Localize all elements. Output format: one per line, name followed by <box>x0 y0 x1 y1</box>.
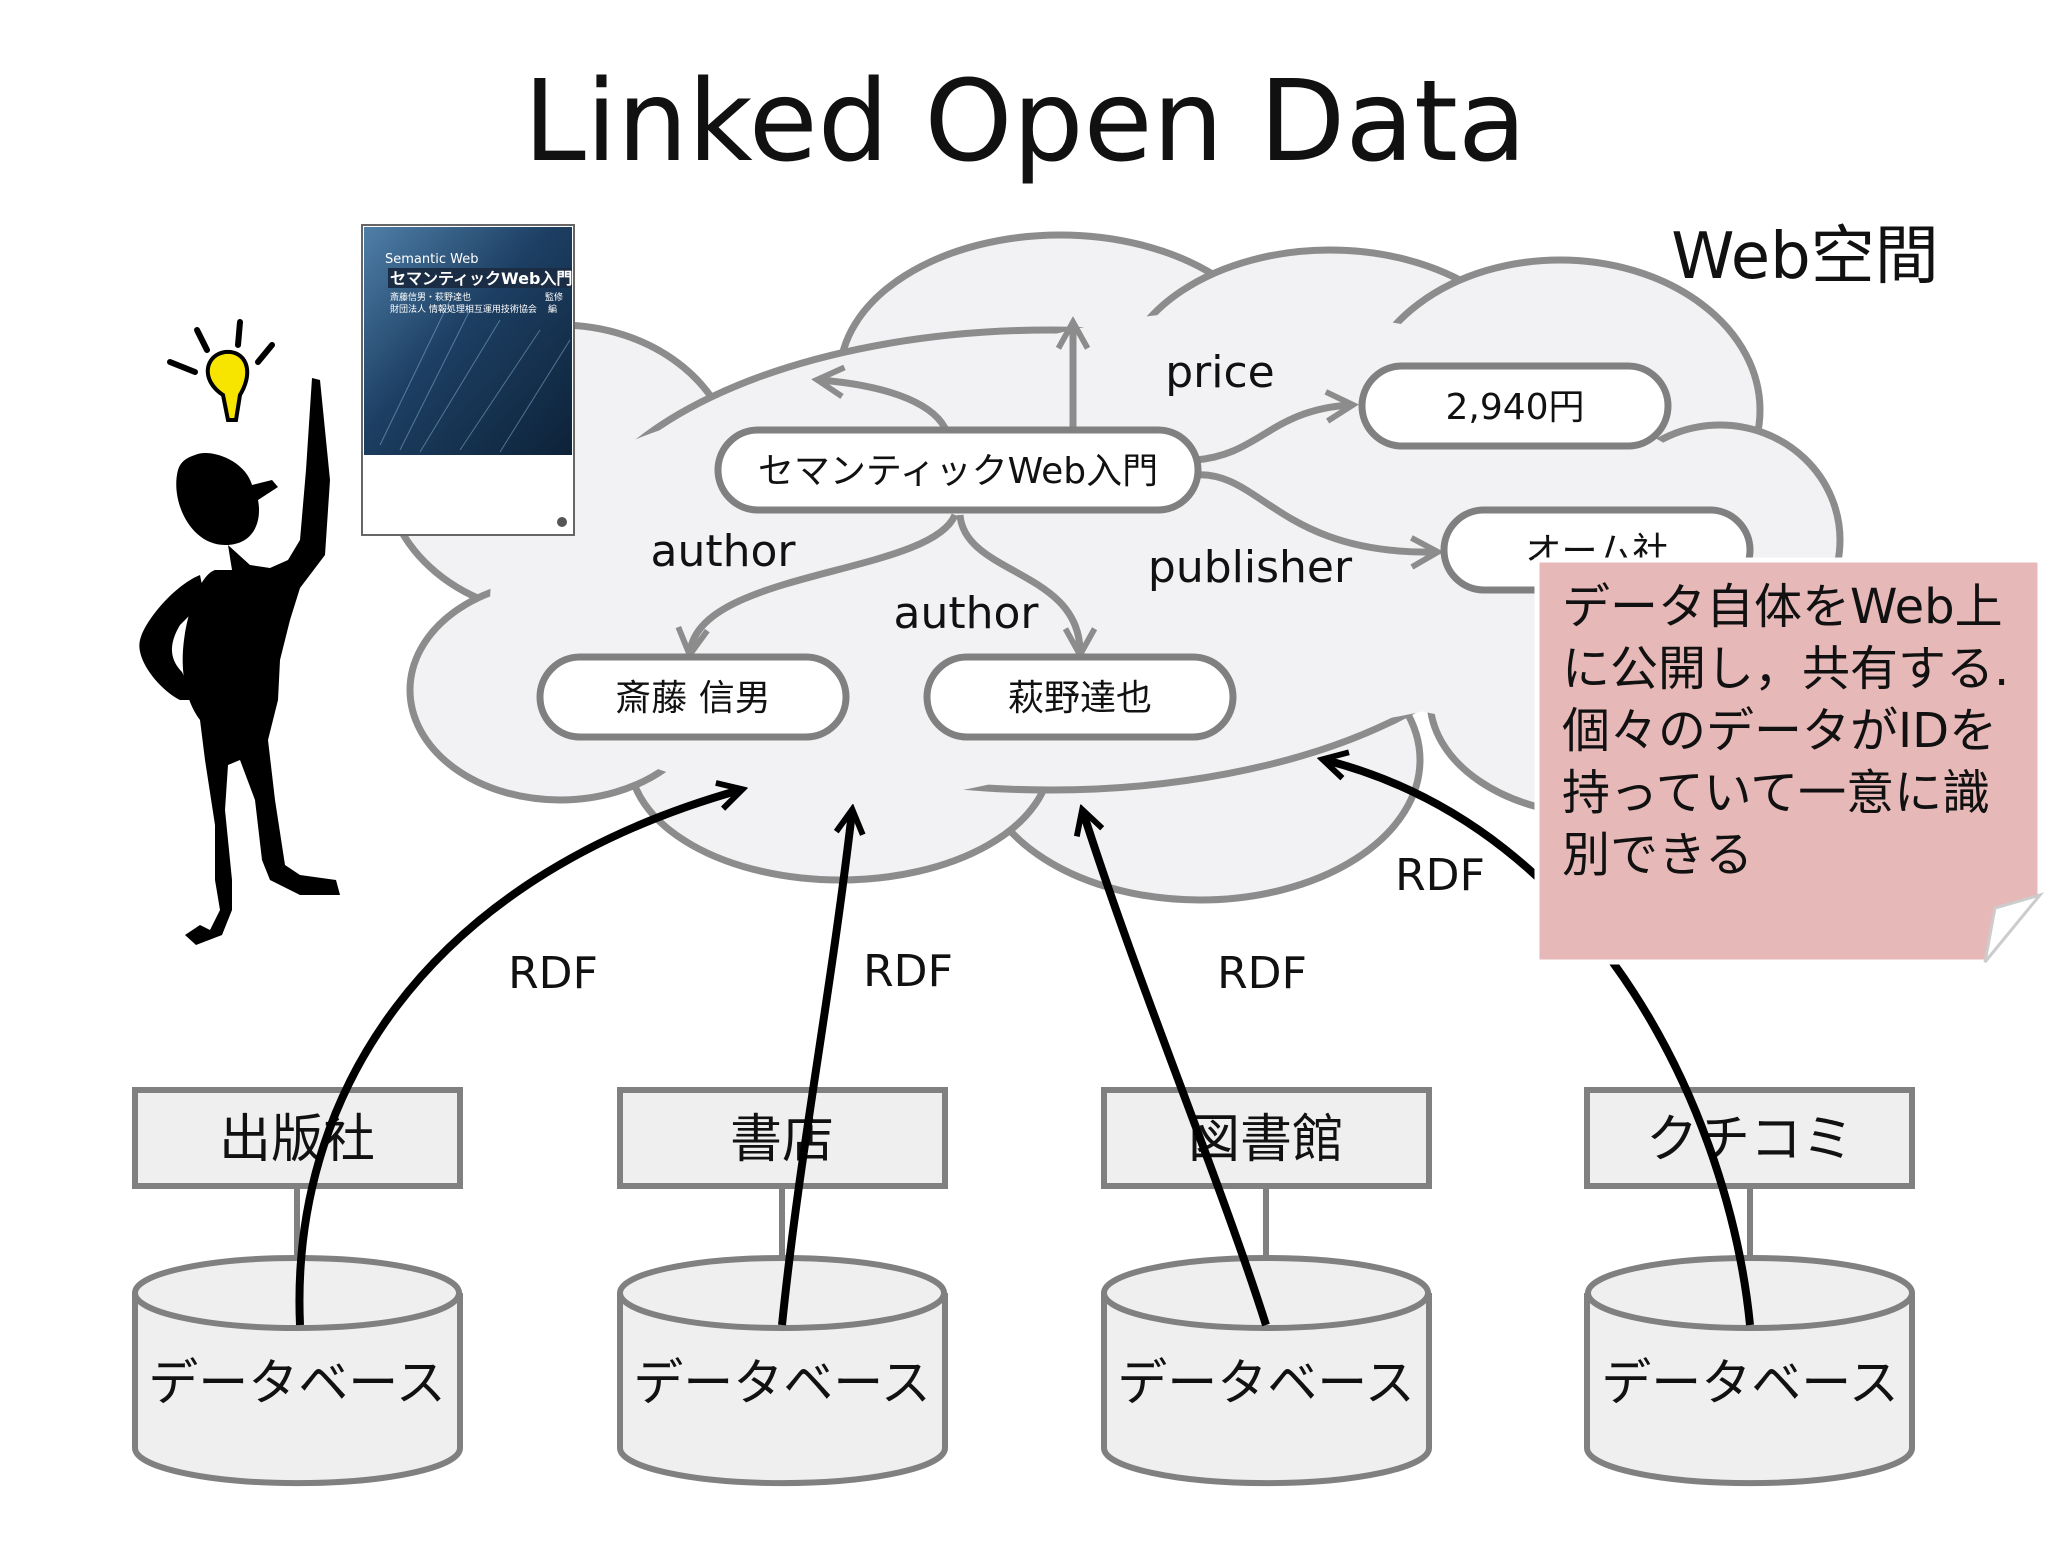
node-book-label: セマンティックWeb入門 <box>758 451 1158 492</box>
database-publisher-label: データベース <box>148 1354 446 1412</box>
note-line-1: データ自体をWeb上 <box>1562 579 2003 635</box>
web-space-label: Web空間 <box>1671 220 1939 294</box>
note-line-3: 個々のデータがIDを <box>1562 703 1997 759</box>
rdf-arrow-bookstore <box>778 812 852 1326</box>
node-price-label: 2,940円 <box>1445 387 1584 428</box>
graph-edges <box>690 325 1435 652</box>
note-line-2: に公開し，共有する. <box>1562 641 2009 697</box>
sticky-note: データ自体をWeb上 に公開し，共有する. 個々のデータがIDを 持っていて一意… <box>1534 557 2045 965</box>
rdf-label-2: RDF <box>863 946 953 997</box>
lightbulb-icon <box>167 319 275 422</box>
rdf-label-4: RDF <box>1395 850 1485 901</box>
rdf-label-1: RDF <box>508 948 598 999</box>
note-line-4: 持っていて一意に識 <box>1562 765 1990 821</box>
edge-label-author-left: author <box>651 526 797 577</box>
org-library-label: 図書館 <box>1188 1110 1344 1170</box>
book-authors: 斎藤信男・萩野達也 <box>390 291 471 303</box>
edge-label-author-right: author <box>894 588 1040 639</box>
edge-author1-arrow <box>690 513 959 652</box>
edge-price-arrow <box>1194 405 1350 464</box>
node-price: 2,940円 <box>1358 362 1672 450</box>
database-reviews-label: データベース <box>1601 1354 1899 1412</box>
rdf-label-3: RDF <box>1217 948 1307 999</box>
rdf-arrow-library <box>1083 812 1270 1327</box>
rdf-arrow-reviews <box>1325 760 1754 1326</box>
book-publisher-line: 財団法人 情報処理相互運用技術協会 <box>390 303 537 315</box>
edge-label-price: price <box>1165 347 1275 398</box>
org-publisher: 出版社 <box>132 1087 463 1189</box>
org-connectors <box>294 1186 1753 1262</box>
book-cover: Semantic Web セマンティックWeb入門 斎藤信男・萩野達也 監修 財… <box>361 224 575 536</box>
node-author1: 斎藤 信男 <box>536 653 850 741</box>
database-bookstore-label: データベース <box>633 1354 931 1412</box>
node-author2: 萩野達也 <box>923 653 1237 741</box>
edge-author2-arrow <box>956 514 1080 652</box>
database-bookstore: データベース <box>617 1255 948 1487</box>
org-bookstore-label: 書店 <box>730 1110 834 1170</box>
book-edit-mark: 編 <box>548 303 557 315</box>
node-author1-label: 斎藤 信男 <box>615 678 770 719</box>
org-reviews: クチコミ <box>1584 1087 1915 1189</box>
edge-publisher-arrow <box>1194 471 1435 552</box>
org-reviews-label: クチコミ <box>1646 1110 1854 1170</box>
book-cover-title: セマンティックWeb入門 <box>390 269 572 288</box>
rdf-arrows <box>295 760 1754 1327</box>
edge-arrow-left-up <box>820 380 949 430</box>
edge-label-publisher: publisher <box>1148 542 1353 593</box>
book-publisher-logo <box>557 517 567 527</box>
sticky-note-text: データ自体をWeb上 に公開し，共有する. 個々のデータがIDを 持っていて一意… <box>1562 579 2009 883</box>
database-library: データベース <box>1101 1255 1432 1487</box>
book-editor-mark: 監修 <box>545 291 563 303</box>
org-bookstore: 書店 <box>617 1087 948 1189</box>
page-title: Linked Open Data <box>523 57 1526 187</box>
rdf-arrow-publisher <box>295 790 740 1326</box>
node-book: セマンティックWeb入門 <box>714 426 1202 514</box>
org-library: 図書館 <box>1101 1087 1432 1189</box>
database-library-label: データベース <box>1117 1354 1415 1412</box>
book-series: Semantic Web <box>385 252 478 267</box>
node-author2-label: 萩野達也 <box>1008 678 1152 719</box>
org-publisher-label: 出版社 <box>219 1110 375 1170</box>
database-publisher: データベース <box>132 1255 463 1487</box>
note-line-5: 別できる <box>1562 827 1753 883</box>
person-silhouette-icon <box>139 378 340 945</box>
